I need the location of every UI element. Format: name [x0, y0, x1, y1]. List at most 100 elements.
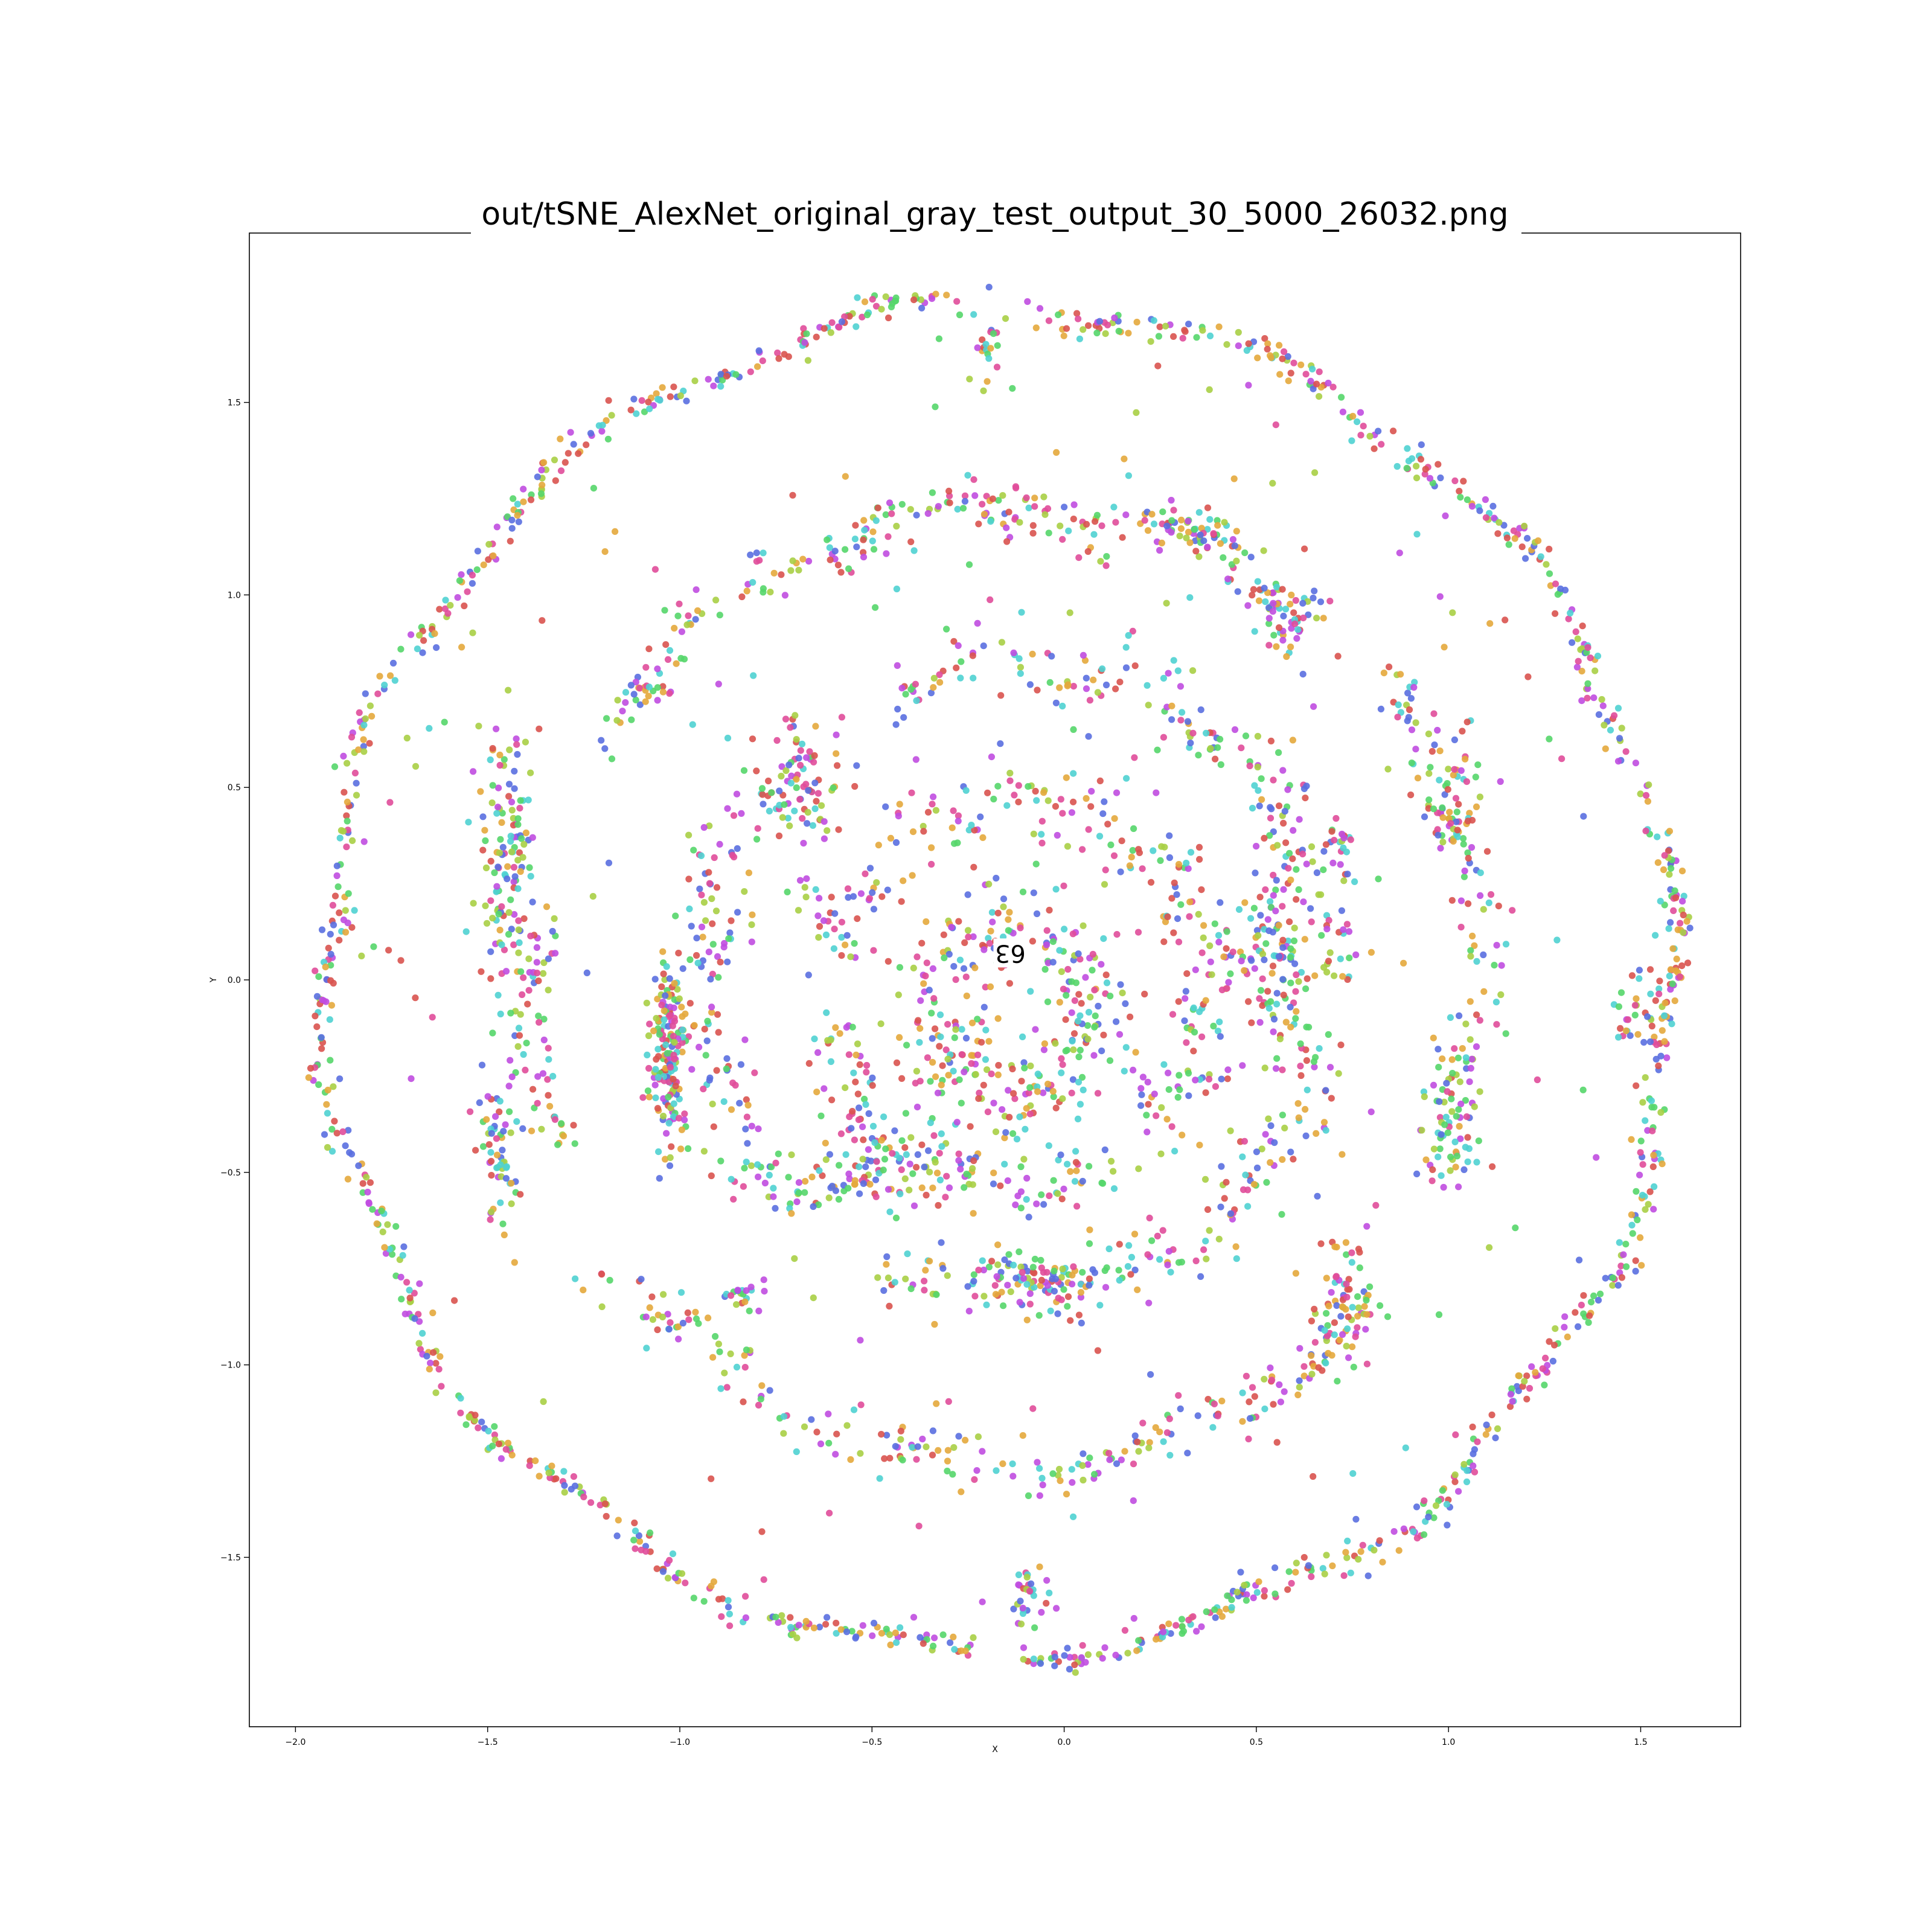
scatter-point [1010, 649, 1017, 656]
scatter-point [1245, 1435, 1252, 1442]
scatter-point [869, 1082, 876, 1089]
scatter-point [1580, 813, 1587, 820]
scatter-point [935, 503, 942, 510]
scatter-point [753, 549, 760, 557]
scatter-point [381, 1244, 388, 1251]
scatter-point [1281, 1124, 1288, 1131]
scatter-point [1485, 899, 1492, 906]
scatter-point [1412, 719, 1419, 726]
scatter-point [1073, 310, 1081, 317]
scatter-point [1020, 1644, 1028, 1651]
scatter-point [970, 674, 977, 682]
scatter-point [1224, 1066, 1232, 1073]
scatter-point [1574, 635, 1581, 642]
scatter-point [1022, 1125, 1029, 1133]
scatter-point [366, 702, 374, 709]
scatter-point [1211, 1606, 1218, 1613]
scatter-point [1323, 1552, 1330, 1559]
scatter-point [1197, 531, 1204, 539]
scatter-point [960, 965, 968, 972]
scatter-point [750, 672, 757, 679]
scatter-point [1173, 891, 1180, 898]
scatter-point [1171, 1148, 1179, 1155]
scatter-point [881, 1156, 889, 1163]
scatter-point [1285, 865, 1292, 872]
scatter-point [587, 430, 595, 437]
scatter-point [1261, 956, 1268, 964]
scatter-point [1519, 1383, 1526, 1390]
scatter-point [1068, 1009, 1075, 1016]
scatter-point [828, 894, 835, 901]
scatter-point [1656, 977, 1663, 985]
scatter-point [1224, 575, 1232, 583]
scatter-point [1032, 1026, 1039, 1033]
scatter-point [1074, 1115, 1082, 1122]
scatter-point [808, 1173, 816, 1180]
scatter-point [491, 1423, 498, 1430]
scatter-point [961, 939, 968, 946]
scatter-point [580, 1493, 587, 1500]
scatter-point [513, 1118, 520, 1125]
scatter-point [1181, 1017, 1188, 1025]
scatter-point [887, 834, 894, 842]
scatter-point [1059, 1095, 1066, 1102]
scatter-point [851, 1136, 858, 1144]
scatter-point [360, 721, 368, 729]
scatter-point [1287, 876, 1294, 884]
scatter-point [1072, 1669, 1079, 1676]
scatter-point [1337, 861, 1344, 868]
scatter-point [454, 594, 461, 601]
scatter-point [324, 1144, 331, 1151]
scatter-point [1031, 494, 1038, 502]
scatter-point [1153, 1636, 1160, 1643]
scatter-point [346, 1149, 353, 1156]
scatter-point [1246, 1415, 1254, 1422]
scatter-point [362, 715, 369, 723]
scatter-point [1252, 869, 1259, 877]
scatter-point [613, 1532, 621, 1540]
scatter-point [1102, 681, 1110, 689]
scatter-point [1070, 683, 1077, 690]
scatter-point [632, 1527, 639, 1535]
scatter-point [956, 1076, 963, 1083]
scatter-point [1477, 892, 1484, 899]
scatter-point [619, 708, 626, 715]
scatter-point [1628, 1221, 1636, 1229]
scatter-point [327, 930, 334, 938]
scatter-point [1228, 1596, 1235, 1604]
scatter-point [1651, 1104, 1658, 1111]
scatter-point [1535, 537, 1542, 545]
scatter-point [888, 303, 895, 310]
scatter-point [1095, 1002, 1102, 1010]
scatter-point [727, 1350, 734, 1357]
scatter-point [793, 1448, 800, 1456]
scatter-point [822, 1620, 830, 1628]
scatter-point [1614, 705, 1622, 712]
scatter-point [897, 1427, 904, 1435]
scatter-point [1009, 1473, 1017, 1480]
scatter-point [482, 837, 489, 845]
scatter-point [1151, 1090, 1158, 1098]
scatter-point [1006, 769, 1014, 777]
scatter-point [884, 533, 892, 540]
scatter-point [677, 392, 684, 400]
scatter-point [1393, 462, 1401, 470]
scatter-point [929, 1427, 936, 1435]
scatter-point [1262, 1131, 1269, 1138]
scatter-point [1091, 1471, 1098, 1478]
scatter-point [740, 1183, 747, 1190]
scatter-point [1579, 622, 1586, 630]
scatter-point [892, 298, 899, 305]
scatter-point [353, 792, 360, 799]
scatter-point [795, 1189, 802, 1197]
scatter-point [1273, 1439, 1281, 1446]
scatter-point [796, 877, 804, 884]
scatter-point [869, 889, 876, 896]
scatter-point [1457, 924, 1465, 931]
scatter-point [1305, 611, 1312, 618]
scatter-point [1331, 1319, 1338, 1326]
scatter-point [1473, 958, 1480, 965]
scatter-point [795, 1622, 802, 1629]
